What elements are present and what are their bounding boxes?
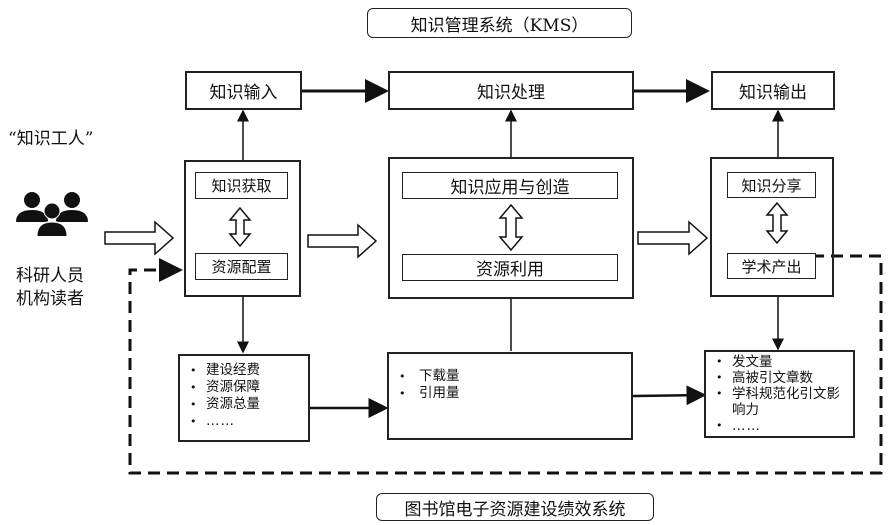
library-system-title: 图书馆电子资源建设绩效系统 — [376, 493, 654, 521]
indicator-item: …… — [184, 413, 304, 430]
stage-knowledge-output: 知识输出 — [711, 71, 835, 110]
stage-output-label: 知识输出 — [739, 83, 807, 103]
kms-title: 知识管理系统（KMS） — [367, 8, 632, 38]
indicator-item: 资源总量 — [184, 396, 304, 413]
resource-utilization-label: 资源利用 — [476, 260, 544, 280]
resource-allocation-box: 资源配置 — [195, 253, 288, 280]
knowledge-acquisition-label: 知识获取 — [211, 177, 272, 195]
stage-knowledge-processing: 知识处理 — [388, 71, 634, 110]
knowledge-sharing-box: 知识分享 — [727, 172, 816, 198]
kms-title-text: 知识管理系统（KMS） — [410, 15, 589, 36]
indicators-output: 发文量 高被引文章数 学科规范化引文影响力 …… — [704, 350, 855, 438]
resource-utilization-box: 资源利用 — [402, 254, 618, 281]
arrow-indicator-middle-to-right — [632, 385, 707, 406]
indicator-item: 下载量 — [393, 368, 627, 385]
module-acquisition — [184, 160, 301, 297]
indicator-item: 资源保障 — [184, 379, 304, 396]
academic-output-box: 学术产出 — [727, 253, 816, 279]
indicator-item: 引用量 — [393, 385, 627, 402]
knowledge-acquisition-box: 知识获取 — [195, 172, 288, 199]
stage-input-label: 知识输入 — [209, 83, 278, 103]
double-arrow-middle-module — [498, 203, 524, 252]
actor-description: 科研人员 机构读者 — [16, 265, 84, 311]
feedback-loop-dashed — [128, 254, 883, 475]
resource-allocation-label: 资源配置 — [211, 258, 272, 276]
actor-line-readers: 机构读者 — [16, 289, 84, 309]
indicator-item: 高被引文章数 — [710, 370, 849, 386]
academic-output-label: 学术产出 — [741, 257, 802, 276]
stage-processing-label: 知识处理 — [477, 83, 545, 103]
knowledge-application-box: 知识应用与创造 — [402, 172, 618, 199]
actor-line-researchers: 科研人员 — [16, 266, 84, 286]
hollow-arrow-left-to-middle — [307, 223, 378, 259]
stage-knowledge-input: 知识输入 — [185, 71, 302, 110]
indicator-item: 建设经费 — [184, 362, 304, 379]
indicator-item: 发文量 — [710, 354, 849, 370]
indicators-input: 建设经费 资源保障 资源总量 …… — [178, 354, 310, 442]
double-arrow-left-module — [228, 206, 252, 248]
library-system-title-text: 图书馆电子资源建设绩效系统 — [404, 499, 626, 520]
knowledge-application-label: 知识应用与创造 — [450, 178, 570, 198]
indicator-item: 学科规范化引文影响力 — [710, 386, 849, 418]
indicators-processing: 下载量 引用量 — [387, 352, 633, 440]
indicator-item: …… — [710, 418, 849, 434]
hollow-arrow-middle-to-right — [637, 220, 709, 256]
actor-quote-label: “知识工人” — [8, 129, 94, 149]
people-group-icon — [16, 192, 88, 236]
module-application — [388, 157, 634, 299]
double-arrow-right-module — [765, 201, 789, 245]
hollow-arrow-actor-to-left — [104, 220, 175, 256]
knowledge-sharing-label: 知识分享 — [741, 176, 802, 195]
module-sharing — [710, 157, 834, 297]
